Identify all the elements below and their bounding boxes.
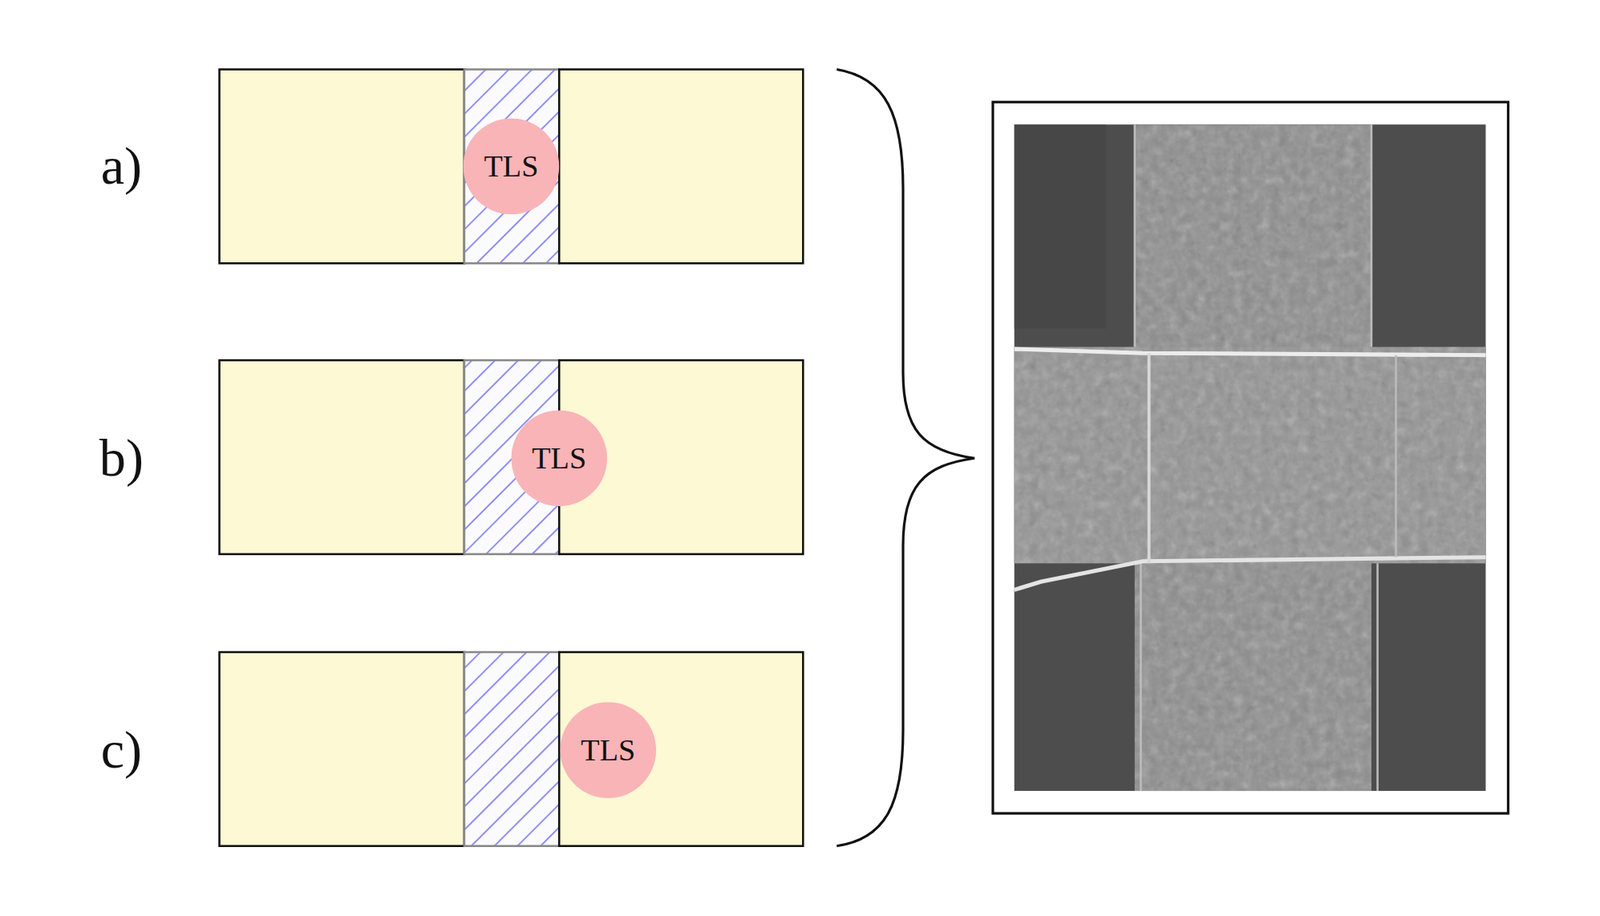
panel-label: b) [99, 431, 144, 485]
edge-highlight [1139, 563, 1143, 791]
tls-label: TLS [580, 734, 636, 766]
tls-circle: TLS [510, 409, 608, 507]
sem-micrograph [992, 101, 1509, 814]
edge-highlight [1370, 124, 1374, 347]
edge-highlight [1394, 355, 1398, 558]
electrode [219, 652, 465, 847]
panel-label: a) [101, 139, 142, 193]
junction-rows [219, 69, 804, 847]
edge-highlight [1134, 124, 1137, 347]
edge-highlight [1014, 557, 1487, 591]
electrode [558, 69, 803, 264]
panel-label: c) [101, 723, 142, 777]
junction-c [219, 652, 804, 847]
junction-b [219, 360, 804, 555]
edge-highlight [1376, 563, 1379, 791]
curly-brace [836, 69, 975, 847]
image-frame [992, 101, 1509, 814]
tls-label: TLS [531, 442, 587, 474]
electrode [219, 360, 465, 555]
electrode [558, 652, 803, 847]
tls-circle: TLS [560, 701, 657, 798]
tls-label: TLS [483, 150, 539, 182]
junction-a [219, 69, 804, 264]
edge-highlight [1014, 348, 1487, 356]
tls-circle: TLS [463, 118, 560, 215]
barrier [464, 652, 559, 847]
substrate [1014, 124, 1487, 791]
edge-highlight [1147, 352, 1151, 564]
substrate-shadow [1014, 124, 1107, 329]
grain-texture [1014, 124, 1487, 791]
electrode [219, 69, 465, 264]
